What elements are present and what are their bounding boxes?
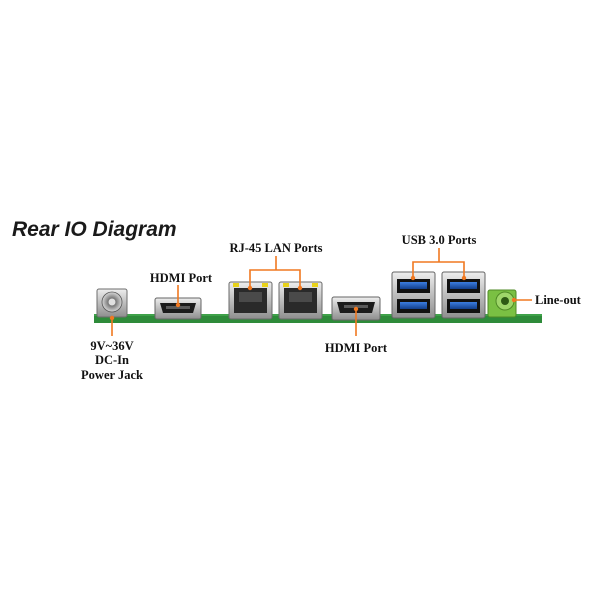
usb3-stack-1 [391, 271, 436, 319]
callout-lines [111, 248, 532, 336]
usb3-stack-2 [441, 271, 486, 319]
hdmi-left-label: HDMI Port [150, 271, 213, 285]
dc-in-label-line1: 9V~36V [90, 339, 133, 353]
rj45-port-2 [278, 281, 323, 320]
dc-in-label-line2: DC-In [95, 353, 129, 367]
diagram-title: Rear IO Diagram [12, 218, 177, 241]
callout-dots [109, 275, 517, 321]
rj45-label: RJ-45 LAN Ports [229, 241, 322, 255]
dc-in-label-line3: Power Jack [81, 368, 143, 382]
rj45-port-1 [228, 281, 273, 320]
line-out-label: Line-out [535, 293, 582, 307]
line-out-jack [487, 289, 517, 318]
hdmi-port-left [154, 297, 202, 320]
usb-label: USB 3.0 Ports [402, 233, 477, 247]
hdmi-right-label: HDMI Port [325, 341, 388, 355]
dc-in-power-jack [96, 288, 128, 318]
